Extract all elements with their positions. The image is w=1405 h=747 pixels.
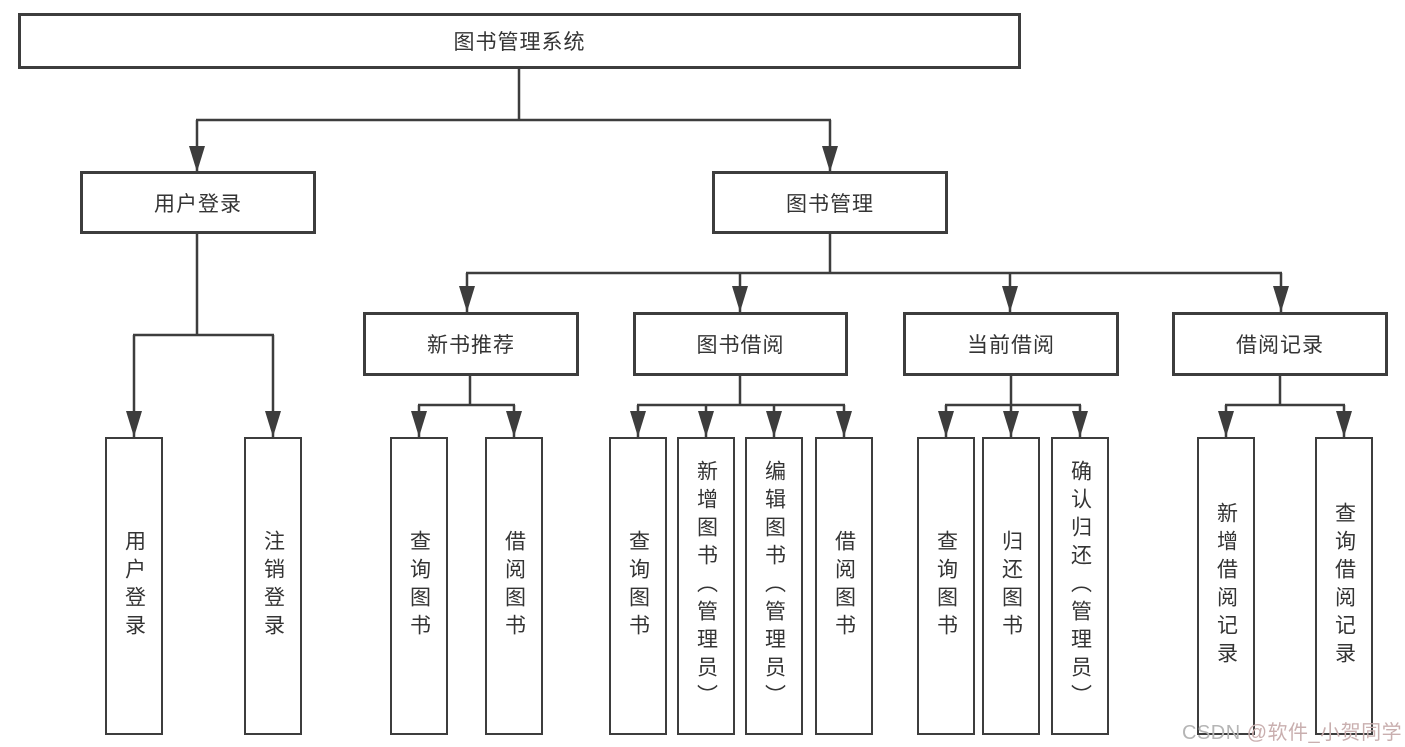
node-label: 图书借阅: [696, 334, 785, 357]
leaf-add-borrow-record: 新增借阅记录: [1197, 437, 1255, 735]
leaf-query-books-borrow: 查询图书: [609, 437, 667, 735]
leaf-label: 查询图书: [626, 530, 650, 642]
leaf-label: 用户登录: [122, 530, 146, 642]
node-book-management: 图书管理: [712, 171, 948, 234]
csdn-watermark: CSDN @软件_小贺同学: [1182, 716, 1402, 745]
node-label: 图书管理系统: [453, 31, 586, 54]
node-label: 当前借阅: [967, 334, 1055, 357]
node-label: 用户登录: [154, 192, 242, 216]
watermark-prefix: CSDN: [1182, 722, 1247, 744]
node-label: 新书推荐: [427, 334, 515, 357]
leaf-label: 归还图书: [999, 530, 1023, 642]
connector-arrows: [126, 120, 1352, 437]
leaf-label: 借阅图书: [832, 530, 856, 642]
node-label: 借阅记录: [1236, 334, 1324, 357]
leaf-borrow-books: 借阅图书: [815, 437, 873, 735]
leaf-borrow-books-recommend: 借阅图书: [485, 437, 543, 735]
node-current-borrow: 当前借阅: [903, 312, 1119, 376]
leaf-add-books-admin: 新增图书（管理员）: [677, 437, 735, 735]
leaf-label: 新增借阅记录: [1214, 502, 1238, 670]
leaf-label: 注销登录: [261, 530, 285, 642]
node-label: 图书管理: [786, 192, 874, 216]
leaf-label: 确认归还（管理员）: [1068, 460, 1092, 712]
node-borrow-records: 借阅记录: [1172, 312, 1388, 376]
node-user-login: 用户登录: [80, 171, 316, 234]
leaf-label: 新增图书（管理员）: [694, 460, 718, 712]
leaf-logout: 注销登录: [244, 437, 302, 735]
leaf-label: 编辑图书（管理员）: [762, 460, 786, 712]
leaf-return-books: 归还图书: [982, 437, 1040, 735]
leaf-label: 借阅图书: [502, 530, 526, 642]
leaf-label: 查询借阅记录: [1332, 502, 1356, 670]
node-library-management-system: 图书管理系统: [18, 13, 1021, 69]
leaf-confirm-return-admin: 确认归还（管理员）: [1051, 437, 1109, 735]
leaf-query-books-recommend: 查询图书: [390, 437, 448, 735]
leaf-label: 查询图书: [407, 530, 431, 642]
leaf-edit-books-admin: 编辑图书（管理员）: [745, 437, 803, 735]
node-book-borrow: 图书借阅: [633, 312, 848, 376]
leaf-label: 查询图书: [934, 530, 958, 642]
node-new-book-recommend: 新书推荐: [363, 312, 579, 376]
leaf-user-login: 用户登录: [105, 437, 163, 735]
watermark-handle: @软件_小贺同学: [1246, 722, 1403, 744]
leaf-query-borrow-record: 查询借阅记录: [1315, 437, 1373, 735]
leaf-query-books-current: 查询图书: [917, 437, 975, 735]
